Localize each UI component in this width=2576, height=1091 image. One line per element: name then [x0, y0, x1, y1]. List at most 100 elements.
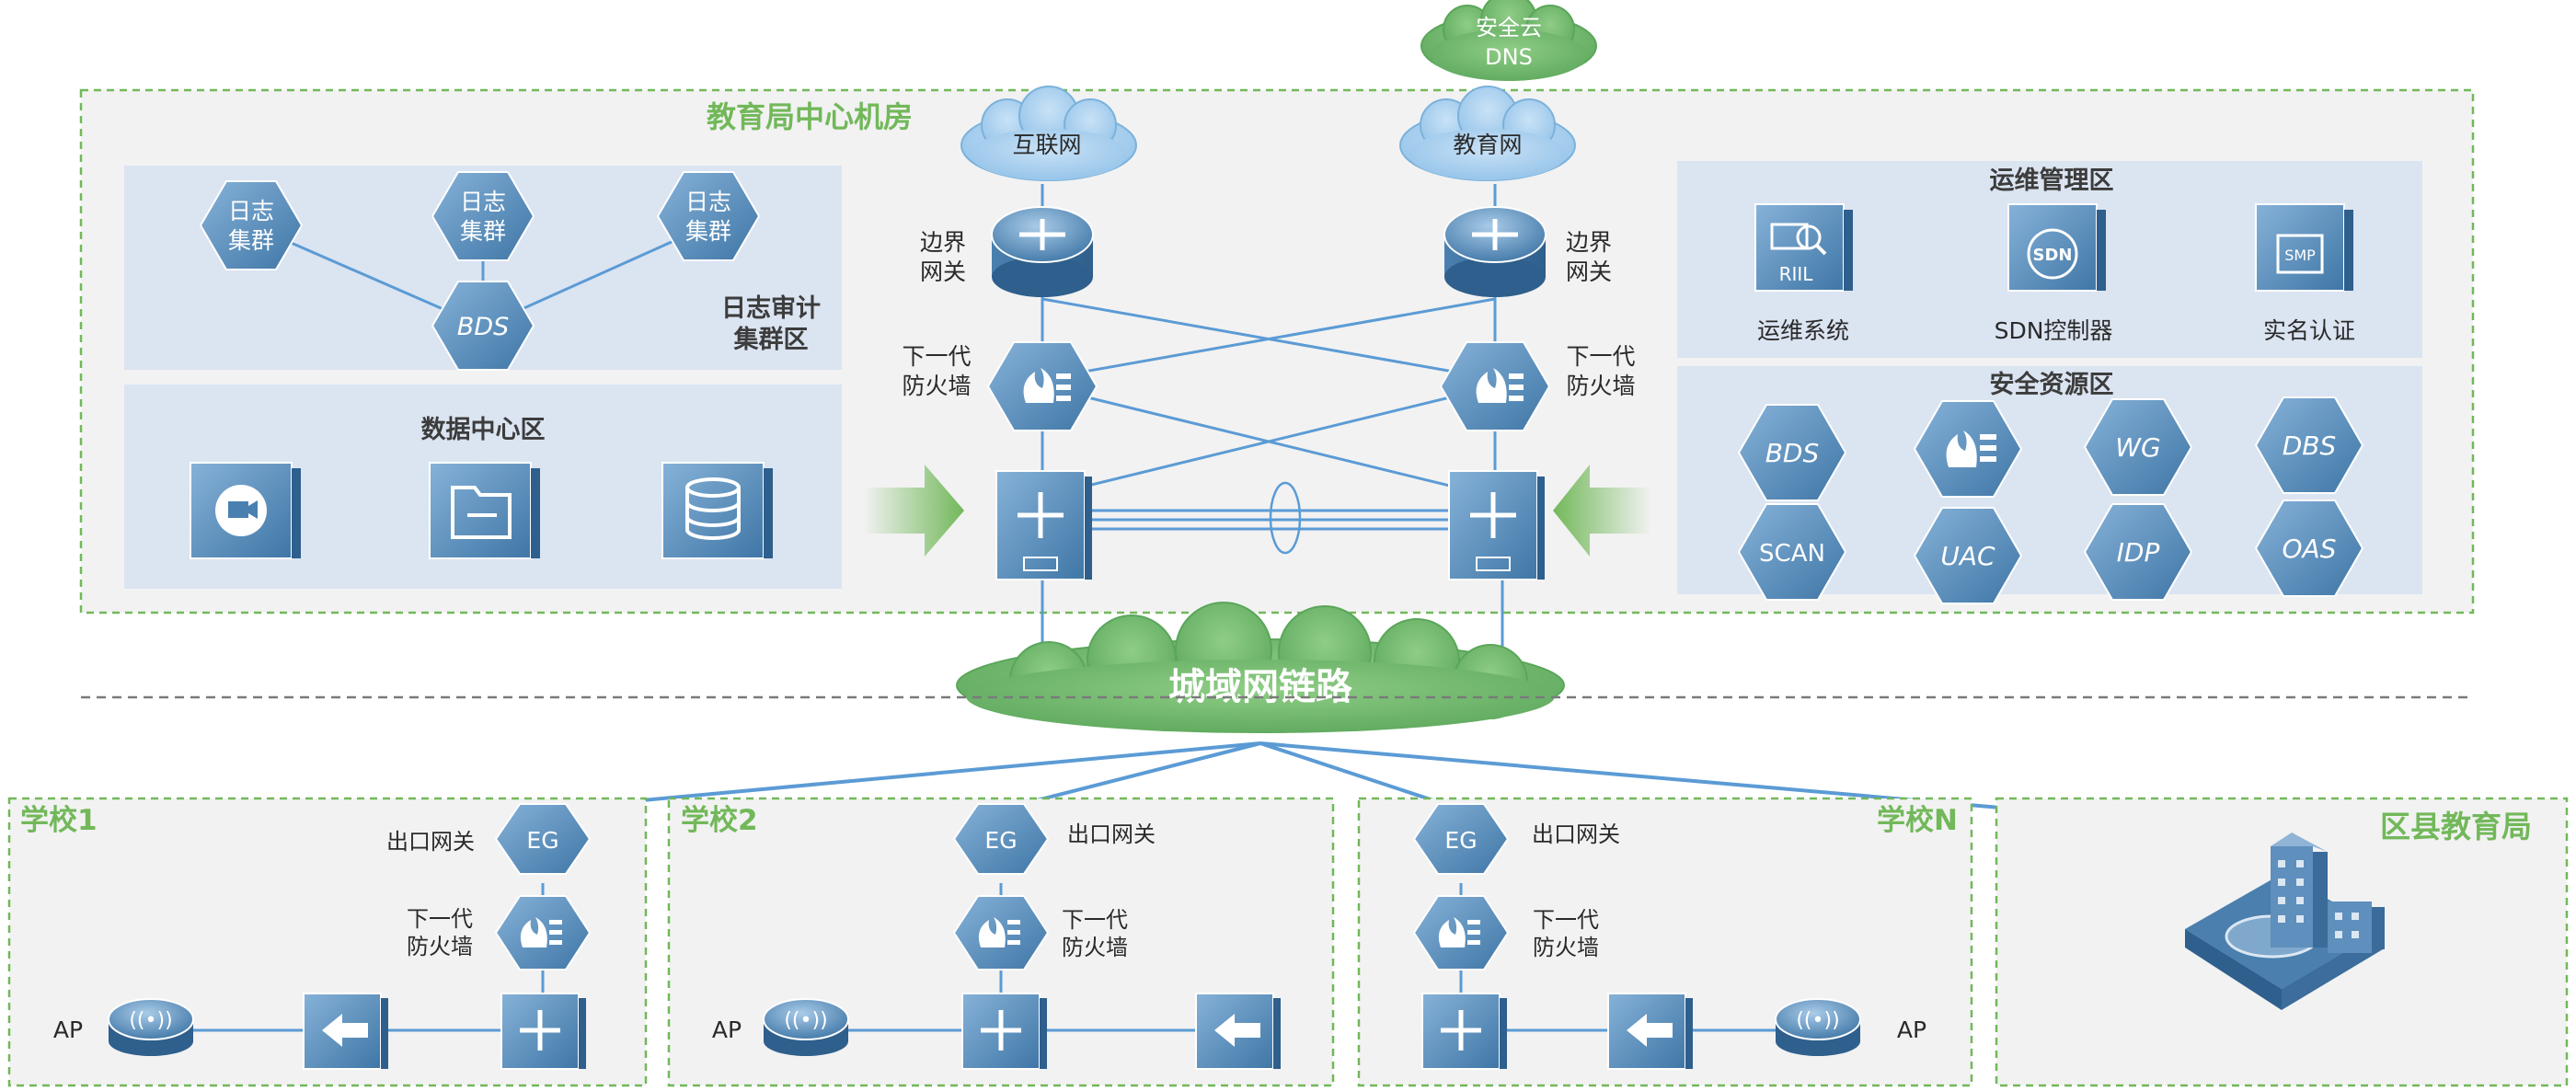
- school-2-firewall[interactable]: [952, 895, 1050, 970]
- arrow-left-icon: [1627, 1014, 1647, 1047]
- svg-text:EG: EG: [984, 827, 1017, 854]
- router-icon: [1019, 219, 1065, 250]
- building-icon[interactable]: [2185, 833, 2385, 1010]
- sec-dbs-node[interactable]: DBS: [2254, 396, 2364, 494]
- school-n-firewall[interactable]: [1412, 895, 1510, 970]
- border-gateway-left[interactable]: [991, 206, 1094, 297]
- arrow-left-icon: [1214, 1014, 1235, 1047]
- school-1-firewall[interactable]: [494, 895, 592, 970]
- dns-cloud-label-line1: 安全云: [1476, 15, 1542, 40]
- svg-text:RIIL: RIIL: [1779, 263, 1814, 285]
- school-2-ap[interactable]: ((•)): [763, 998, 849, 1056]
- svg-text:集群: 集群: [460, 218, 506, 245]
- sdn-controller-icon[interactable]: SDN: [2007, 203, 2106, 292]
- video-server-icon[interactable]: [190, 462, 301, 559]
- school-n-zone: 学校N EG 出口网关 下一代 防火墙: [1357, 797, 1973, 1087]
- school-1-zone: 学校1 EG 出口网关 下一代 防火墙: [7, 797, 648, 1087]
- svg-text:EG: EG: [526, 827, 558, 854]
- bds-log-node[interactable]: BDS: [431, 281, 535, 371]
- security-dns-cloud: 安全云 DNS: [1420, 0, 1597, 81]
- switch-icon: [1018, 492, 1064, 538]
- svg-text:集群: 集群: [228, 227, 274, 254]
- log-cluster-node-2[interactable]: 日志 集群: [431, 171, 535, 261]
- firewall-right[interactable]: [1439, 341, 1551, 431]
- core-switch-right[interactable]: [1448, 470, 1545, 580]
- firewall-right-label-line2: 防火墙: [1566, 373, 1635, 399]
- gateway-left-label-line1: 边界: [920, 229, 966, 256]
- school-1-ap[interactable]: ((•)): [108, 998, 194, 1056]
- district-title: 区县教育局: [2380, 809, 2532, 844]
- sec-bds-node[interactable]: BDS: [1737, 404, 1847, 501]
- school-1-gateway-label: 出口网关: [386, 829, 475, 855]
- school-n-gateway-label: 出口网关: [1532, 821, 1620, 847]
- svg-text:SDN: SDN: [2033, 246, 2073, 265]
- school-n-core-switch[interactable]: [1421, 993, 1507, 1070]
- sec-scan-node[interactable]: SCAN: [1737, 503, 1847, 601]
- border-gateway-right[interactable]: [1443, 206, 1547, 297]
- sec-uac-node[interactable]: UAC: [1913, 507, 2023, 604]
- real-name-auth-icon[interactable]: SMP: [2255, 203, 2353, 292]
- school-2-gateway[interactable]: EG: [952, 803, 1050, 875]
- school-n-firewall-label-line2: 防火墙: [1533, 935, 1599, 960]
- log-zone-title-line2: 集群区: [733, 325, 809, 354]
- gateway-right-label-line2: 网关: [1566, 258, 1612, 285]
- school-1-gateway[interactable]: EG: [494, 803, 592, 875]
- firewall-icon: [1023, 368, 1071, 403]
- ops-system-label: 运维系统: [1757, 317, 1849, 344]
- router-icon: [1472, 219, 1518, 250]
- svg-text:集群: 集群: [685, 218, 731, 245]
- log-cluster-node-3[interactable]: 日志 集群: [656, 171, 761, 261]
- school-2-title: 学校2: [681, 804, 758, 837]
- svg-text:DBS: DBS: [2283, 431, 2337, 461]
- firewall-left[interactable]: [986, 341, 1098, 431]
- sdn-controller-label: SDN控制器: [1995, 317, 2113, 344]
- svg-text:WG: WG: [2115, 432, 2160, 463]
- gateway-right-label-line1: 边界: [1566, 229, 1612, 256]
- arrow-right-icon: [863, 465, 964, 557]
- arrow-left-icon: [322, 1014, 342, 1047]
- school-2-core-switch[interactable]: [961, 993, 1047, 1070]
- sec-idp-node[interactable]: IDP: [2083, 503, 2193, 601]
- svg-text:IDP: IDP: [2117, 537, 2160, 568]
- school-2-access-switch[interactable]: [1195, 993, 1281, 1070]
- firewall-icon: [978, 917, 1006, 947]
- svg-text:OAS: OAS: [2283, 534, 2337, 564]
- gateway-left-label-line2: 网关: [920, 258, 966, 285]
- internet-cloud: 互联网: [960, 86, 1137, 181]
- school-1-firewall-label-line1: 下一代: [407, 906, 473, 932]
- man-cloud: 城域网链路: [956, 602, 1565, 733]
- internet-cloud-label: 互联网: [1012, 132, 1081, 158]
- svg-text:日志: 日志: [228, 198, 274, 224]
- sec-oas-node[interactable]: OAS: [2254, 500, 2364, 597]
- database-server-icon[interactable]: [661, 462, 773, 559]
- sec-wg-node[interactable]: WG: [2083, 398, 2193, 496]
- core-switch-left[interactable]: [995, 470, 1092, 580]
- real-name-auth-label: 实名认证: [2263, 317, 2355, 344]
- school-n-ap[interactable]: ((•)): [1775, 998, 1861, 1056]
- school-n-title: 学校N: [1877, 804, 1958, 837]
- central-room-title: 教育局中心机房: [707, 99, 913, 134]
- school-1-core-switch[interactable]: [500, 993, 586, 1070]
- school-2-firewall-label-line1: 下一代: [1062, 907, 1128, 933]
- firewall-icon: [520, 917, 547, 947]
- switch-icon: [1470, 492, 1516, 538]
- security-zone-title: 安全资源区: [1990, 370, 2114, 399]
- svg-text:UAC: UAC: [1940, 541, 1995, 571]
- firewall-icon: [1438, 917, 1466, 947]
- file-server-icon[interactable]: [429, 462, 540, 559]
- sec-firewall-node[interactable]: [1913, 400, 2023, 498]
- school-n-access-switch[interactable]: [1607, 993, 1693, 1070]
- firewall-left-label-line2: 防火墙: [902, 373, 971, 399]
- switch-icon: [981, 1010, 1021, 1051]
- school-1-firewall-label-line2: 防火墙: [407, 934, 473, 959]
- ops-system-icon[interactable]: RIIL: [1754, 203, 1853, 292]
- school-2-firewall-label-line2: 防火墙: [1062, 935, 1128, 960]
- log-cluster-node-1[interactable]: 日志 集群: [199, 180, 304, 270]
- man-link-label: 城域网链路: [1168, 666, 1353, 708]
- school-n-gateway[interactable]: EG: [1412, 803, 1510, 875]
- school-1-access-switch[interactable]: [303, 993, 388, 1070]
- edu-cloud-label: 教育网: [1453, 132, 1522, 158]
- district-bureau-zone: 区县教育局: [1995, 797, 2569, 1087]
- school-2-zone: 学校2 EG 出口网关 下一代 防火墙: [667, 797, 1335, 1087]
